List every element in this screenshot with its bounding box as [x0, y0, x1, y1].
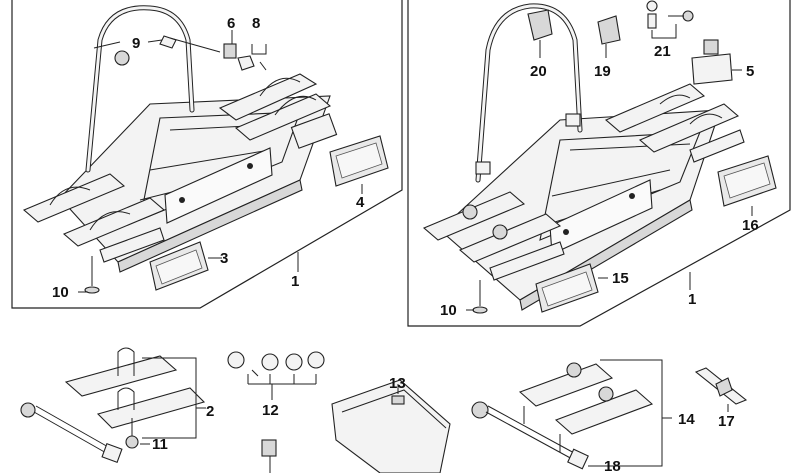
left-part-10-bolt: [78, 256, 100, 294]
callout-19: 19: [594, 63, 611, 80]
callout-2: 2: [206, 403, 214, 420]
part-13-cover-sheet: [331, 379, 451, 473]
callout-11: 11: [152, 436, 168, 453]
right-part-21-hardware: [646, 0, 694, 39]
part-17-strap: [694, 367, 748, 412]
callout-16: 16: [742, 217, 759, 234]
left-part-9-knob: [114, 35, 221, 66]
callout-15: 15: [612, 270, 629, 287]
left-assembly-panel: [11, 0, 403, 309]
callout-21: 21: [654, 43, 671, 60]
left-panel-border: [11, 0, 403, 309]
left-upright-frame: [85, 5, 195, 173]
right-assembly-panel: [407, 0, 791, 327]
right-part-20-bracket: [527, 9, 553, 58]
callout-12: 12: [262, 402, 279, 419]
right-part-5-clamp: [691, 39, 742, 85]
part-7-clip: [261, 439, 277, 473]
part-11-lock-knob: [125, 418, 150, 449]
left-part-6-clip: [223, 30, 237, 59]
right-upright-frame: [475, 3, 583, 183]
callout-17: 17: [718, 413, 735, 430]
right-part-15-lamp: [535, 263, 608, 313]
callout-20: 20: [530, 63, 547, 80]
callout-6: 6: [227, 15, 235, 32]
left-part-4-lamp: [329, 135, 389, 194]
callout-14: 14: [678, 411, 695, 428]
right-front-wheel-trays: [422, 191, 565, 281]
part-2-strap-arm: [20, 402, 123, 464]
left-front-wheel-trays: [22, 173, 166, 263]
left-number-plate: [164, 147, 273, 224]
right-part-19-bracket: [597, 15, 621, 58]
callout-18: 18: [604, 458, 621, 473]
part-12-caps-set: [227, 351, 325, 400]
callout-8: 8: [252, 15, 260, 32]
callout-9: 9: [132, 35, 140, 52]
part-18-strap-arm: [471, 401, 600, 470]
callout-10-right: 10: [440, 302, 457, 319]
right-part-16-lamp: [717, 155, 777, 216]
right-rear-wheel-trays: [604, 83, 745, 163]
callout-1-left: 1: [291, 273, 299, 290]
left-rear-wheel-trays: [218, 73, 338, 149]
left-part-8-nut: [237, 44, 267, 71]
part-14-wheel-tray-set: [518, 359, 672, 467]
left-part-3-lamp: [149, 241, 222, 291]
callout-3: 3: [220, 250, 228, 267]
right-panel-border: [407, 0, 791, 327]
callout-4: 4: [356, 194, 365, 211]
callout-13: 13: [389, 375, 406, 392]
callout-10-left: 10: [52, 284, 69, 301]
callout-labels: 1 1 2 3 4 5 6 8 9 10 10 11 12 13 14 15 1…: [52, 15, 759, 473]
right-part-10-bolt: [466, 280, 488, 314]
part-2-wheel-holder-set: [64, 347, 206, 439]
callout-1-right: 1: [688, 291, 696, 308]
callout-5: 5: [746, 63, 754, 80]
